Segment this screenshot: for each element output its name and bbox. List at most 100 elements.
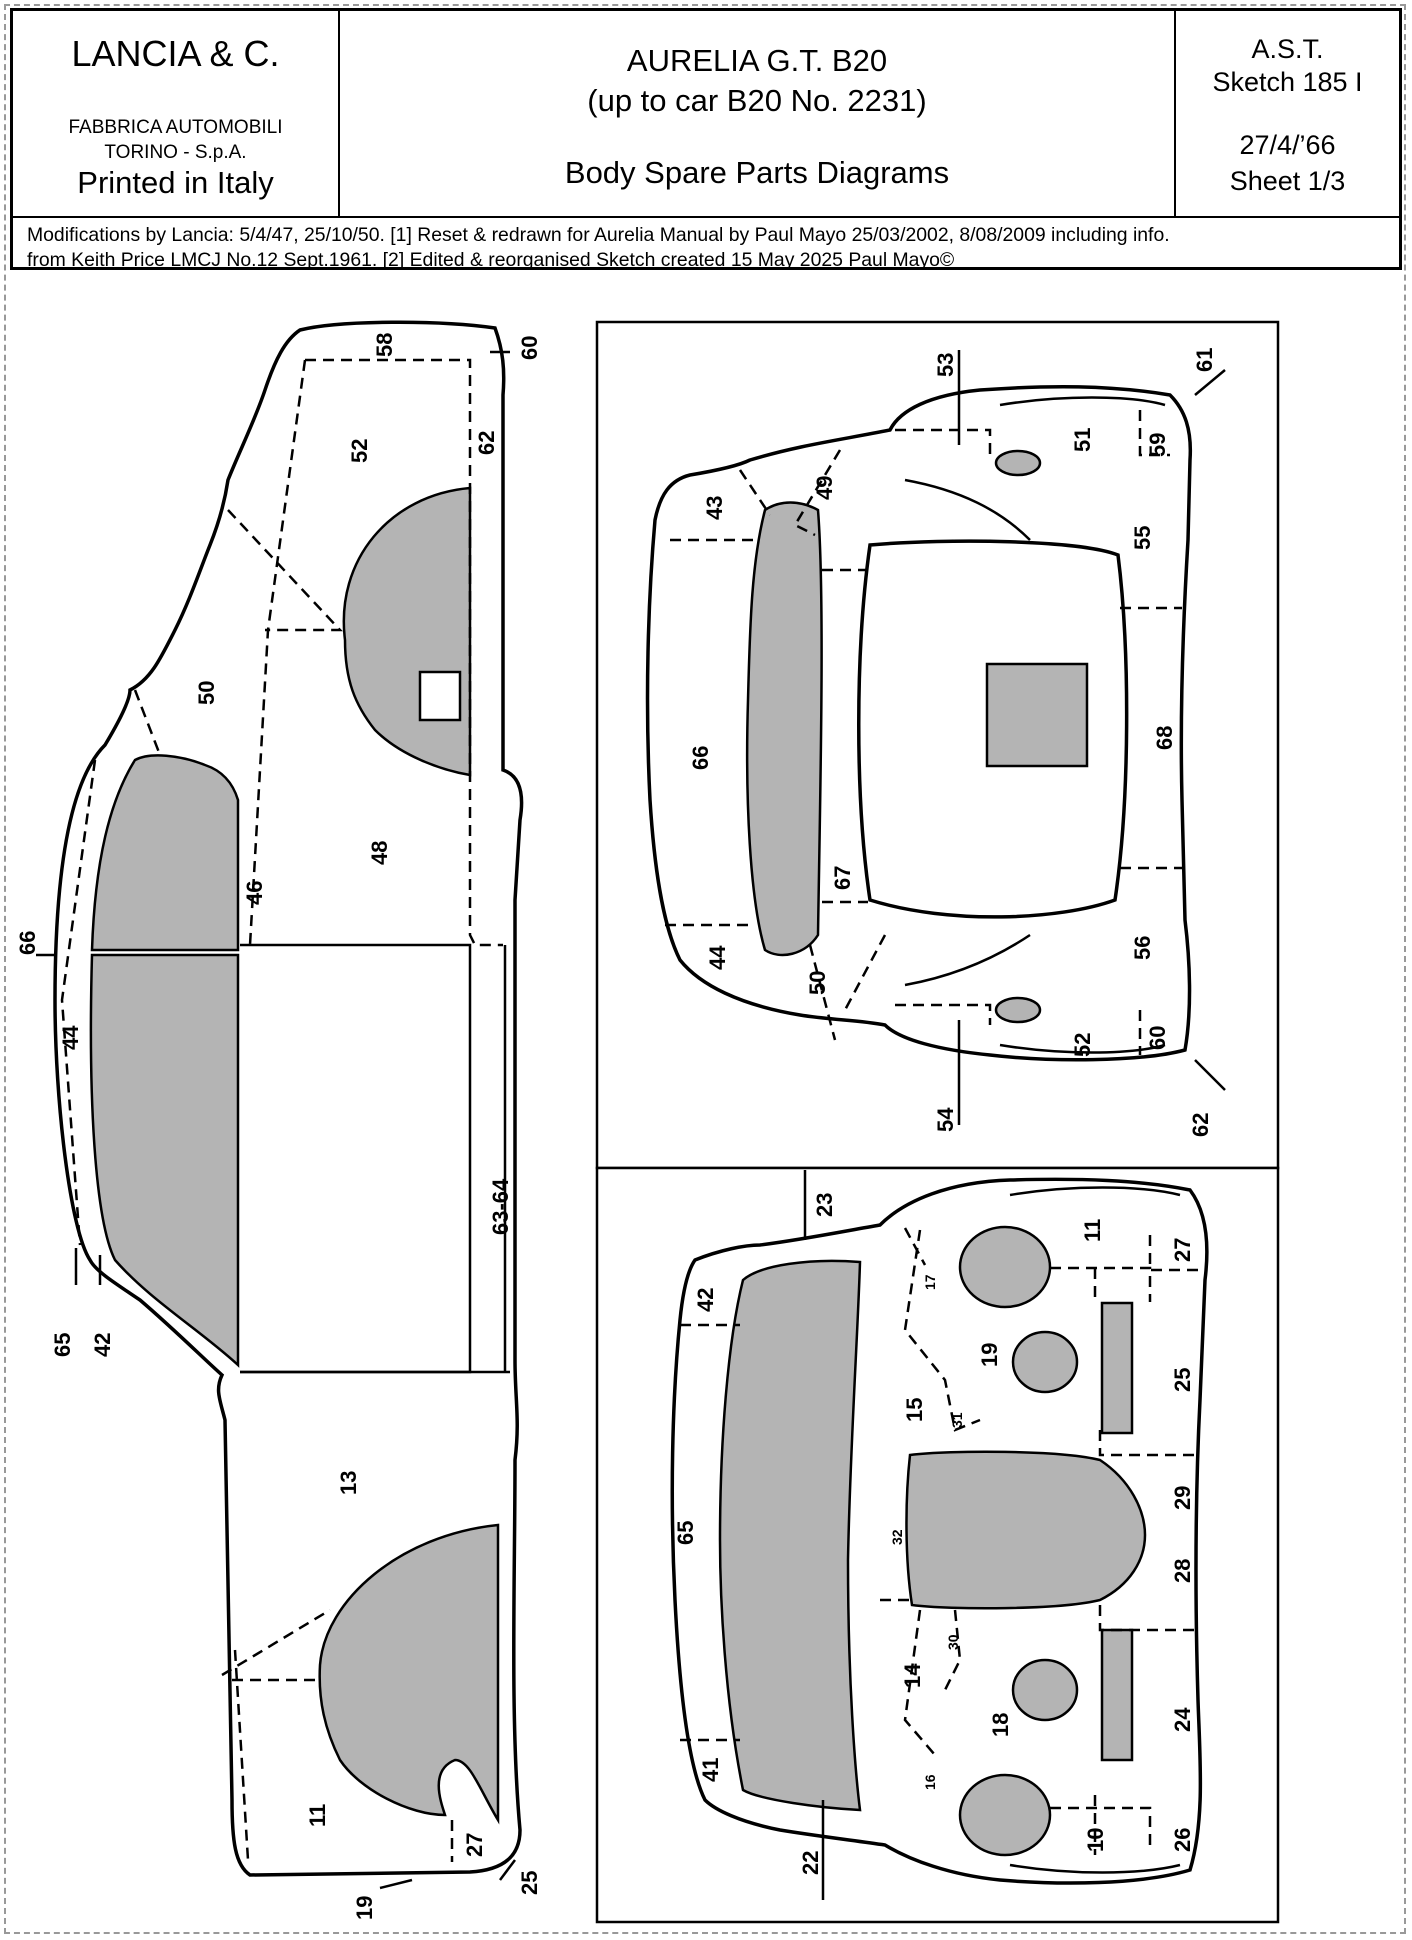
part-label-46: 46 [242,881,267,905]
part-label-19-front: 19 [977,1343,1002,1367]
side-panel-line [221,1608,331,1677]
sketch-number: Sketch 185 I [1212,67,1363,97]
part-label-41: 41 [698,1758,723,1782]
front-panel-line [1098,1605,1200,1632]
part-label-54: 54 [933,1107,958,1132]
part-label-60: 60 [517,336,542,360]
part-label-15: 15 [902,1398,927,1422]
front-panel-line [903,1229,981,1432]
part-label-42-front: 42 [693,1288,718,1312]
side-window [89,953,240,1368]
front-windscreen [718,1259,862,1812]
part-label-62-rear: 62 [1188,1113,1213,1137]
part-label-68: 68 [1152,726,1177,750]
part-label-59: 59 [1145,433,1170,457]
part-label-19: 19 [352,1896,377,1920]
front-panel-line [1050,1266,1152,1302]
front-bumper-lower [1009,1863,1181,1874]
part-label-13: 13 [336,1471,361,1495]
notes-line1: Modifications by Lancia: 5/4/47, 25/10/5… [27,224,1170,246]
part-label-16: 16 [922,1774,938,1790]
part-label-18: 18 [988,1713,1013,1737]
part-label-25: 25 [517,1871,542,1895]
rear-crease-lower [904,933,1031,987]
manufacturer-cell: LANCIA & C. FABBRICA AUTOMOBILI TORINO -… [13,11,340,216]
part-label-30: 30 [945,1634,961,1650]
front-bumper-upper [1009,1186,1181,1197]
fog-light-lower [1011,1658,1079,1722]
model-line2: (up to car B20 No. 2231) [587,83,927,118]
part-label-50: 50 [194,681,219,705]
model-title: AURELIA G.T. B20 (up to car B20 No. 2231… [340,41,1174,121]
side-panel-line [305,358,503,947]
part-label-52: 52 [347,439,372,463]
date-sheet: 27/4/’66 Sheet 1/3 [1176,127,1399,199]
headlight-upper [958,1225,1052,1309]
part-label-10: 10 [1083,1828,1108,1852]
front-panel-line [943,1609,962,1691]
rear-panel-line [895,1003,992,1025]
part-label-65-front: 65 [673,1521,698,1545]
part-label-32: 32 [889,1529,905,1545]
rear-view [645,350,1226,1125]
part-label-27-front: 27 [1170,1238,1195,1262]
part-label-62: 62 [474,431,499,455]
manufacturer-line2: TORINO - S.p.A. [104,142,247,163]
rear-view-labels: 53 61 51 59 43 49 55 66 68 67 44 50 56 5… [688,348,1217,1137]
part-label-65: 65 [50,1333,75,1357]
reference-code: A.S.T. Sketch 185 I [1176,33,1399,99]
front-view-labels: 23 11 27 42 17 19 25 15 31 65 32 29 28 3… [673,1193,1195,1875]
side-grille-lower [1100,1628,1134,1762]
rear-panel-line [738,469,772,516]
front-panel-line [903,1609,936,1756]
rear-light-lower [994,996,1042,1024]
part-label-66-rear: 66 [688,746,713,770]
part-label-31: 31 [949,1412,965,1428]
sheet-number: Sheet 1/3 [1229,166,1346,196]
title-block-header: LANCIA & C. FABBRICA AUTOMOBILI TORINO -… [13,11,1399,218]
leader-line [1194,369,1226,396]
part-label-29: 29 [1170,1486,1195,1510]
part-label-44-rear: 44 [705,945,730,970]
part-label-53: 53 [933,353,958,377]
title-block: LANCIA & C. FABBRICA AUTOMOBILI TORINO -… [10,8,1402,273]
part-label-11: 11 [305,1804,330,1827]
part-label-23: 23 [812,1193,837,1217]
front-panel-line [903,1227,927,1266]
number-plate-recess [985,662,1089,768]
front-panel-line [1098,1430,1200,1457]
rear-panel-line [808,944,837,1041]
rear-arch-notch [418,670,462,722]
part-label-25-front: 25 [1170,1368,1195,1392]
part-label-26: 26 [1170,1828,1195,1852]
part-label-43: 43 [702,496,727,520]
manufacturer-address: FABBRICA AUTOMOBILI TORINO - S.p.A. [13,115,338,165]
part-label-17: 17 [922,1274,938,1290]
part-label-51: 51 [1070,428,1095,452]
side-grille-upper [1100,1301,1134,1435]
leader-line [1194,1059,1226,1091]
part-label-50-rear: 50 [805,971,830,995]
rear-bumper-lower [999,1043,1166,1054]
part-label-42: 42 [90,1333,115,1357]
reference-cell: A.S.T. Sketch 185 I 27/4/’66 Sheet 1/3 [1176,11,1399,216]
part-label-22: 22 [798,1851,823,1875]
part-label-48: 48 [367,841,392,865]
front-view [670,1170,1209,1900]
leader-line [499,1859,516,1881]
part-label-61: 61 [1192,348,1217,372]
model-cell: AURELIA G.T. B20 (up to car B20 No. 2231… [340,11,1176,216]
part-label-49: 49 [812,476,837,500]
rear-window [745,501,823,957]
ast-label: A.S.T. [1251,34,1324,64]
side-panel-line [227,509,343,632]
headlight-lower [958,1773,1052,1857]
part-label-60-rear: 60 [1145,1026,1170,1050]
side-view-labels: 58 60 52 62 50 48 46 66 44 63-64 65 42 1… [15,333,542,1920]
rear-crease-upper [904,478,1031,541]
model-line1: AURELIA G.T. B20 [626,43,888,78]
modification-notes: Modifications by Lancia: 5/4/47, 25/10/5… [27,223,1392,273]
part-label-44: 44 [58,1025,83,1050]
leader-line [379,1878,413,1890]
rear-panel-line [895,428,992,455]
